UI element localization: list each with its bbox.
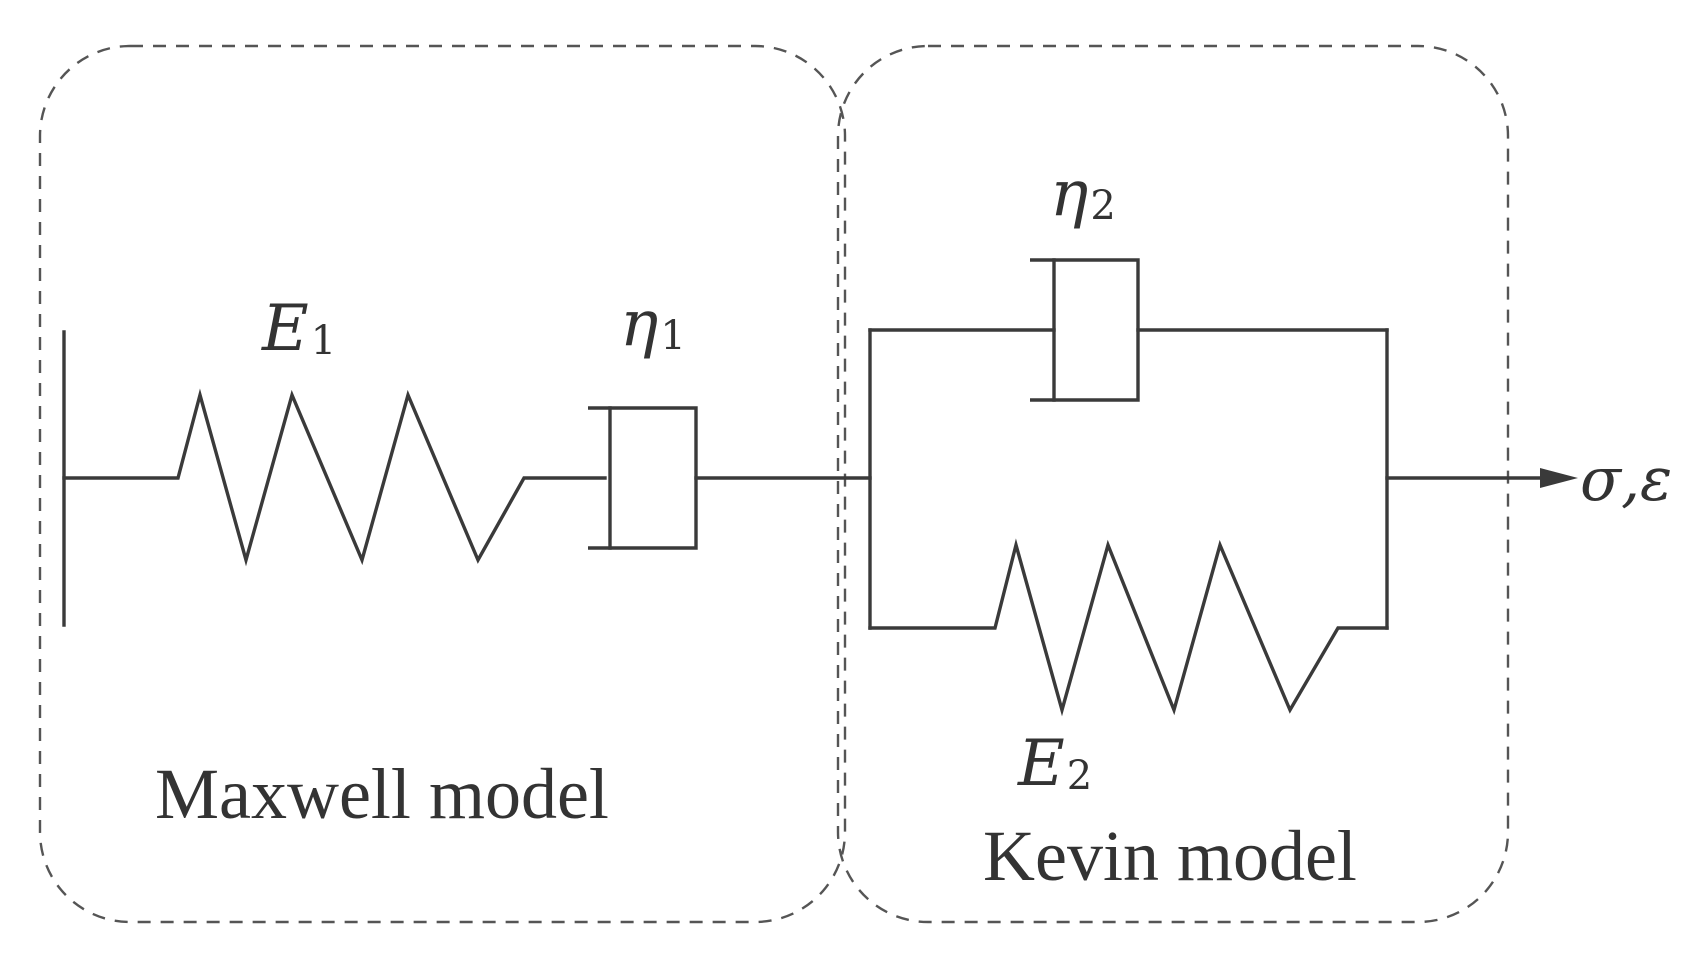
label-e1-subscript: 1 xyxy=(311,318,336,364)
output-label: σ,ε xyxy=(1580,445,1672,515)
maxwell-group-outline xyxy=(38,44,847,924)
output-arrow-head xyxy=(1540,468,1578,488)
label-e1: E1 xyxy=(261,292,336,366)
kelvin-group-outline xyxy=(836,44,1510,924)
label-eta1-symbol: η xyxy=(620,287,658,361)
label-eta1: η1 xyxy=(620,287,686,361)
maxwell-caption: Maxwell model xyxy=(155,754,609,834)
maxwell-spring-e1 xyxy=(62,388,607,567)
label-eta2-symbol: η xyxy=(1050,157,1088,231)
label-eta2-subscript: 2 xyxy=(1090,183,1115,229)
label-e2-symbol: E xyxy=(1017,727,1065,801)
label-eta2: η2 xyxy=(1050,157,1116,231)
label-eta1-subscript: 1 xyxy=(660,313,685,359)
label-e2-subscript: 2 xyxy=(1067,753,1092,799)
kelvin-spring-e2 xyxy=(868,538,1389,717)
label-e2: E2 xyxy=(1017,727,1092,801)
label-e1-symbol: E xyxy=(261,292,309,366)
kelvin-caption: Kevin model xyxy=(983,816,1357,896)
